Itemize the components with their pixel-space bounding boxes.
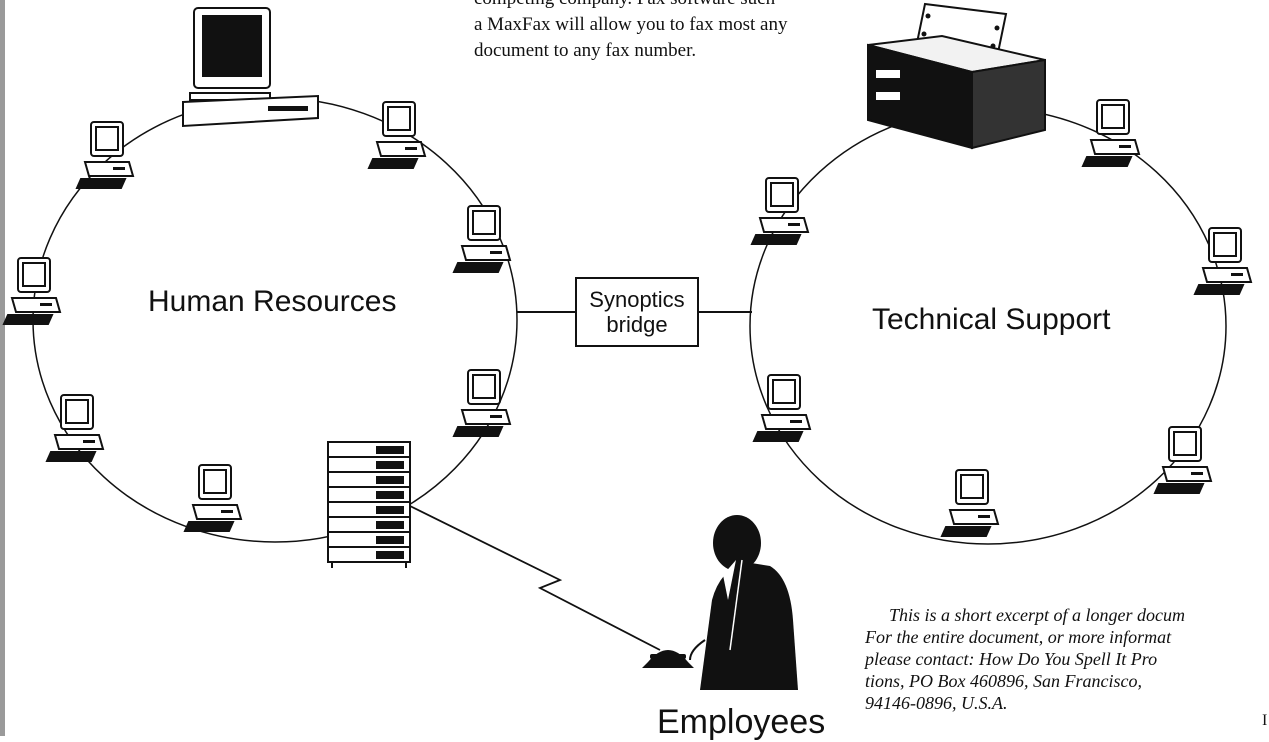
ts-workstation-icon-4 [753,374,811,442]
printer-icon [867,2,1046,150]
intro-paragraph: competing company. Fax software such a M… [474,0,894,64]
hr-workstation-icon-5 [453,369,511,437]
intro-line-2: a MaxFax will allow you to fax most any [474,14,788,35]
footnote-paragraph: This is a short excerpt of a longer docu… [865,604,1269,714]
synoptics-bridge: Synoptics bridge [575,277,699,347]
footnote-line-2: For the entire document, or more informa… [865,627,1172,647]
ts-workstation-icon-3 [1194,227,1252,295]
bridge-label-line-2: bridge [606,312,668,337]
technical-support-label: Technical Support [872,303,1111,336]
hr-workstation-icon-6 [46,394,104,462]
employees-label: Employees [657,703,826,741]
server-rack-icon [327,441,411,568]
page-edge-shadow [0,0,5,736]
employee-on-phone-icon [689,515,798,690]
human-resources-label: Human Resources [148,285,397,318]
ts-workstation-icon-1 [1082,99,1140,167]
ts-workstation-icon-2 [751,177,809,245]
footnote-line-4: tions, PO Box 460896, San Francisco, [865,671,1142,691]
modem-line [409,505,661,651]
hr-mainframe-icon [182,7,319,128]
hr-workstation-icon-4 [3,257,61,325]
telephone-icon [642,650,694,668]
hr-workstation-icon-7 [184,464,242,532]
ts-workstation-icon-5 [1154,426,1212,494]
bridge-label-line-1: Synoptics [589,287,685,312]
footnote-line-5: 94146-0896, U.S.A. [865,693,1008,713]
footnote-line-3: please contact: How Do You Spell It Pro [865,649,1158,669]
ts-workstation-icon-6 [941,469,999,537]
hr-workstation-icon-1 [76,121,134,189]
footnote-line-1: This is a short excerpt of a longer docu… [889,605,1185,625]
hr-workstation-icon-3 [453,205,511,273]
page-marker: I [1262,712,1268,729]
intro-line-3: document to any fax number. [474,40,697,61]
intro-line-1: competing company. Fax software such [474,0,894,12]
hr-workstation-icon-2 [368,101,426,169]
